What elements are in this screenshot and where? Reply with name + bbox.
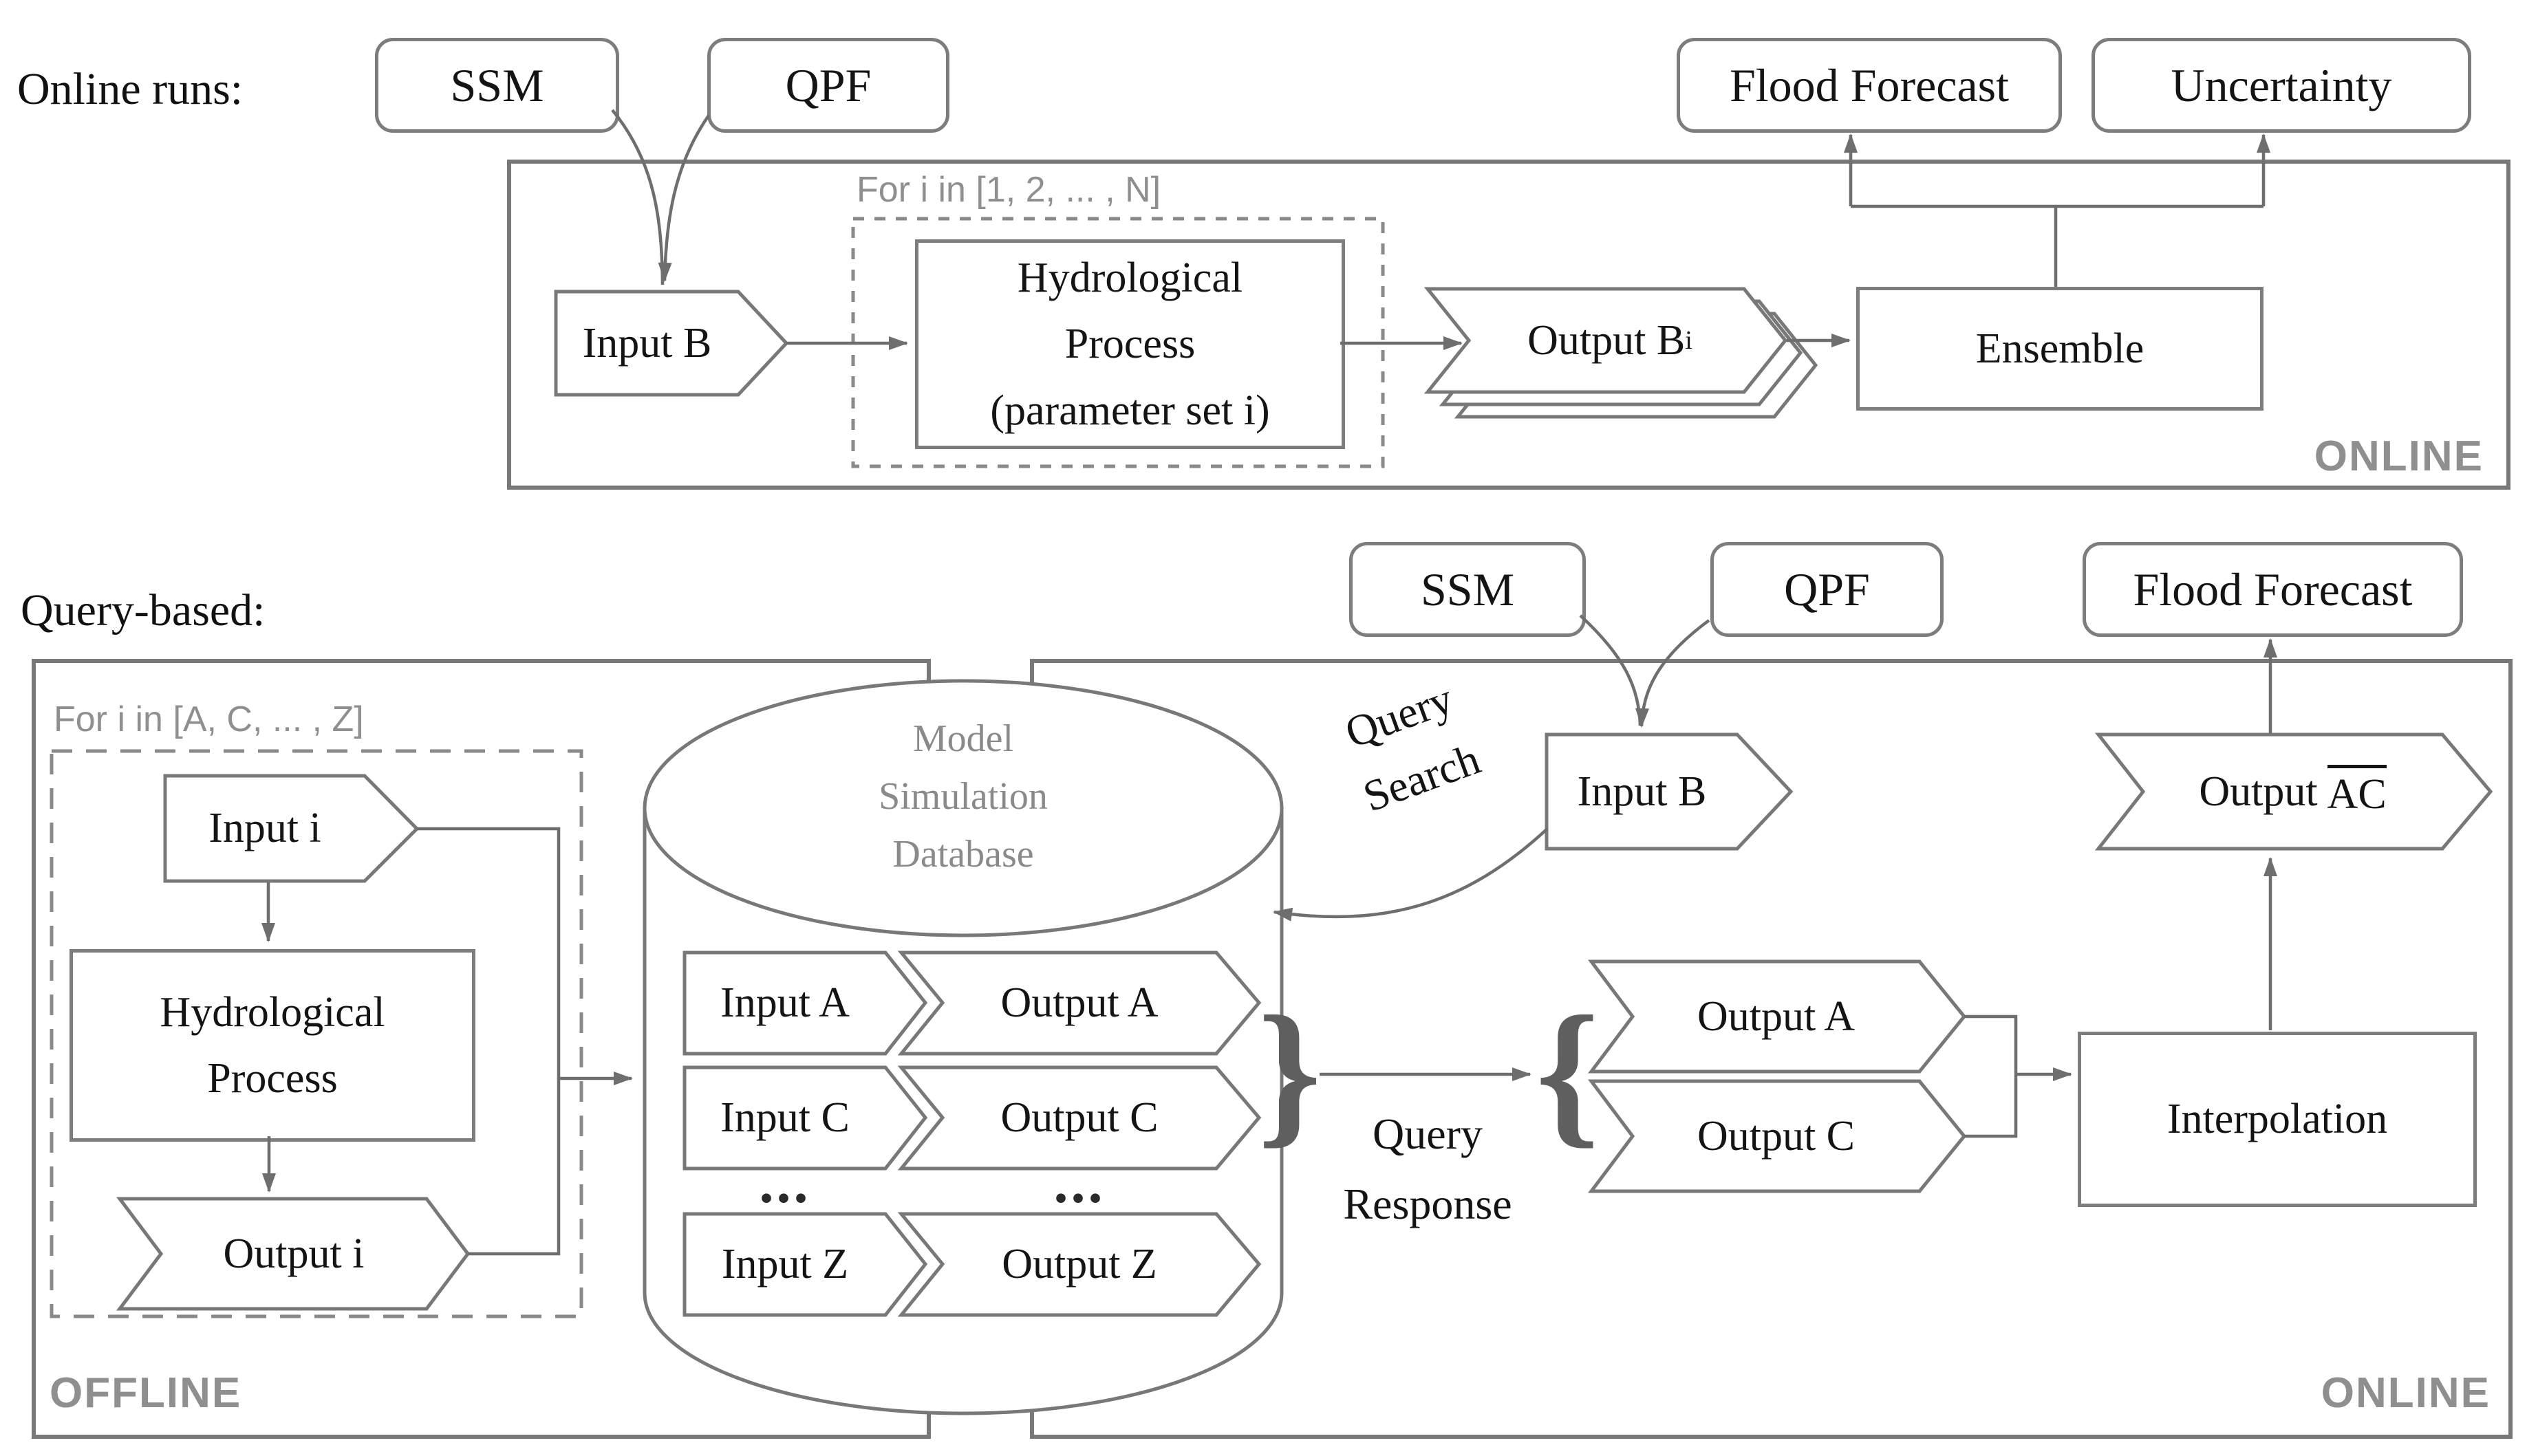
node-flood-forecast-top-label: Flood Forecast bbox=[1729, 58, 2010, 111]
node-flood-forecast-bottom: Flood Forecast bbox=[2083, 542, 2463, 637]
node-ensemble-label: Ensemble bbox=[1975, 325, 2144, 372]
db-row-output-a: Output A bbox=[1000, 979, 1159, 1026]
node-input-b-bottom-label: Input B bbox=[1577, 768, 1707, 815]
section-title-online-runs: Online runs: bbox=[17, 64, 244, 114]
db-ellipsis-inputs: ... bbox=[759, 1151, 811, 1215]
query-response-line2: Response bbox=[1343, 1180, 1512, 1229]
node-qpf-bottom-label: QPF bbox=[1784, 563, 1870, 616]
section-title-query-based: Query-based: bbox=[21, 585, 266, 635]
hydro-bottom-line1: Hydrological bbox=[160, 988, 385, 1036]
node-interpolation: Interpolation bbox=[2078, 1032, 2477, 1207]
query-response-label: Query Response bbox=[1297, 1099, 1558, 1240]
node-output-ac-label: Output AC bbox=[2143, 735, 2442, 849]
zone-label-online-bottom: ONLINE bbox=[2321, 1369, 2491, 1417]
output-b-main: Output B bbox=[1527, 316, 1686, 364]
db-title-line1: Model bbox=[912, 717, 1014, 760]
node-uncertainty-label: Uncertainty bbox=[2171, 58, 2392, 111]
node-interpolation-label: Interpolation bbox=[2166, 1096, 2388, 1142]
node-flood-forecast-bottom-label: Flood Forecast bbox=[2133, 563, 2413, 616]
response-output-a-label: Output A bbox=[1697, 992, 1856, 1040]
response-output-c-label: Output C bbox=[1697, 1112, 1856, 1160]
node-ensemble: Ensemble bbox=[1856, 287, 2263, 411]
node-hydrological-process-top: Hydrological Process (parameter set i) bbox=[915, 239, 1345, 449]
db-title-line3: Database bbox=[892, 833, 1034, 876]
node-flood-forecast-top: Flood Forecast bbox=[1677, 38, 2062, 133]
db-row-input-z: Input Z bbox=[721, 1241, 849, 1287]
node-uncertainty: Uncertainty bbox=[2092, 38, 2471, 133]
db-ellipsis-outputs: ... bbox=[1053, 1151, 1106, 1215]
node-ssm-top-label: SSM bbox=[450, 58, 544, 111]
query-response-line1: Query bbox=[1373, 1109, 1483, 1158]
node-hydrological-process-bottom: Hydrological Process bbox=[69, 949, 475, 1142]
node-ssm-bottom: SSM bbox=[1349, 542, 1586, 637]
hydro-bottom-line2: Process bbox=[207, 1055, 338, 1102]
output-ac-prefix: Output bbox=[2199, 768, 2318, 815]
node-qpf-bottom: QPF bbox=[1710, 542, 1944, 637]
output-b-subscript: i bbox=[1685, 326, 1692, 355]
hydro-top-line2: Process bbox=[1064, 320, 1196, 368]
hydro-top-line1: Hydrological bbox=[1017, 254, 1243, 302]
node-output-i-label: Output i bbox=[223, 1230, 365, 1277]
node-ssm-bottom-label: SSM bbox=[1420, 563, 1515, 616]
node-input-i-label: Input i bbox=[208, 805, 321, 851]
node-qpf-top-label: QPF bbox=[785, 58, 872, 111]
hydro-top-line3: (parameter set i) bbox=[990, 387, 1270, 434]
zone-label-offline: OFFLINE bbox=[50, 1369, 242, 1417]
database-title: Model Simulation Database bbox=[757, 710, 1170, 883]
db-row-input-a: Input A bbox=[720, 979, 850, 1026]
node-ssm-top: SSM bbox=[375, 38, 619, 133]
db-row-output-z: Output Z bbox=[1002, 1241, 1157, 1287]
node-input-b-top-label: Input B bbox=[582, 319, 712, 367]
loop-label-bottom: For i in [A, C, ... , Z] bbox=[54, 699, 364, 739]
node-qpf-top: QPF bbox=[707, 38, 949, 133]
output-ac-overlined: AC bbox=[2327, 764, 2387, 819]
db-title-line2: Simulation bbox=[879, 775, 1048, 818]
loop-label-top: For i in [1, 2, ... , N] bbox=[857, 170, 1161, 210]
zone-label-online-top: ONLINE bbox=[2314, 433, 2484, 480]
